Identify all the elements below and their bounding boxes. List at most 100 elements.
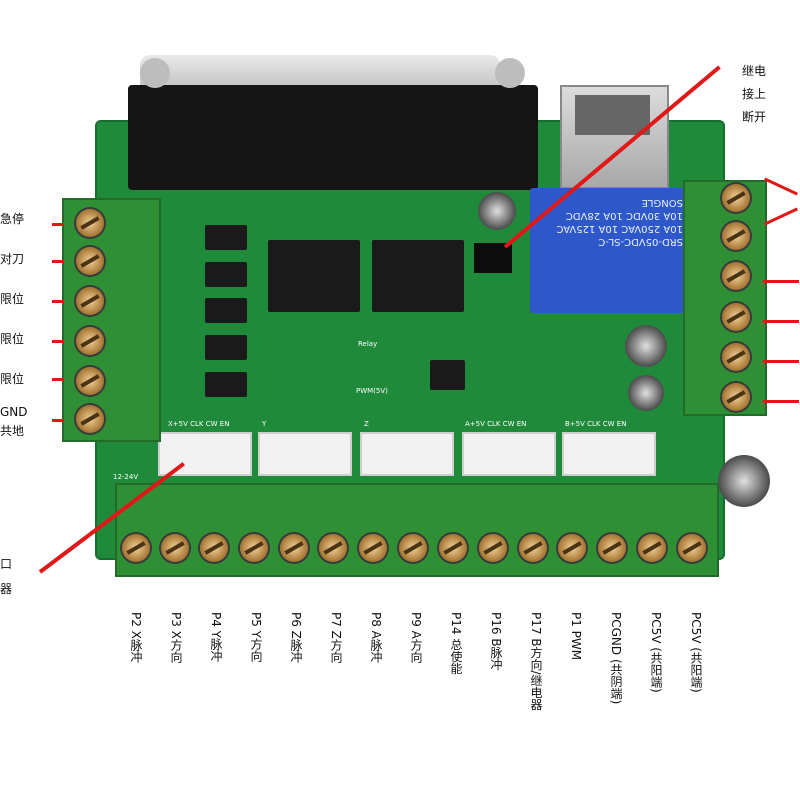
terminal-block-bottom (115, 483, 719, 577)
left-label-limit-2: 限位 (0, 332, 25, 346)
left-label-estop: 急停 (0, 212, 25, 226)
capacitor-3 (628, 375, 664, 411)
screw-bottom-2 (161, 534, 189, 562)
bottom-label-p1: P1 PWM (569, 612, 583, 661)
screw-right-2 (722, 222, 750, 250)
relay-print: SRD-05VDC-SL-C 10A 250VAC 10A 125VAC 10A… (538, 196, 683, 248)
left-note-port: 口 (0, 557, 13, 571)
capacitor-large (718, 455, 770, 507)
ic-chip-1 (268, 240, 360, 312)
silk-relay: Relay (358, 340, 378, 348)
left-label-limit-1: 限位 (0, 292, 25, 306)
left-label-tool-setting: 对刀 (0, 252, 25, 266)
left-label-gnd: GND (0, 405, 28, 419)
screw-bottom-9 (439, 534, 467, 562)
usb-port-opening (575, 95, 650, 135)
screw-bottom-11 (519, 534, 547, 562)
screw-left-6 (76, 405, 104, 433)
screw-bottom-8 (399, 534, 427, 562)
arrow-right-3 (763, 280, 799, 283)
arrow-right-1 (764, 177, 798, 196)
arrow-right-2 (764, 207, 798, 226)
terminal-block-right (683, 180, 767, 416)
screw-bottom-3 (200, 534, 228, 562)
arrow-left-6 (52, 419, 64, 422)
bottom-label-pc5v-2: PC5V (共阳端) (689, 612, 703, 693)
optocoupler-3 (205, 298, 247, 323)
bottom-label-p5: P5 Y方向 (249, 612, 263, 663)
bottom-label-pcgnd: PCGND (共阴端) (609, 612, 623, 705)
arrow-right-4 (763, 320, 799, 323)
silk-header-z: Z (364, 420, 369, 428)
relay-note: 继电 接上 断开 (742, 60, 766, 129)
screw-left-3 (76, 287, 104, 315)
screw-right-5 (722, 343, 750, 371)
screw-right-3 (722, 262, 750, 290)
terminal-block-left (62, 198, 161, 442)
bottom-label-p3: P3 X方向 (169, 612, 183, 663)
screw-bottom-15 (678, 534, 706, 562)
optocoupler-4 (205, 335, 247, 360)
header-x (158, 432, 252, 476)
arrow-left-2 (52, 260, 64, 263)
bottom-label-p7: P7 Z方向 (329, 612, 343, 663)
screw-bottom-1 (122, 534, 150, 562)
optocoupler-5 (205, 372, 247, 397)
screw-bottom-14 (638, 534, 666, 562)
capacitor-2 (625, 325, 667, 367)
screw-left-1 (76, 209, 104, 237)
left-label-common-ground: 共地 (0, 424, 25, 438)
silk-header-x: X+5V CLK CW EN (168, 420, 230, 428)
capacitor-1 (478, 192, 516, 230)
screw-bottom-4 (240, 534, 268, 562)
arrow-left-1 (52, 223, 64, 226)
silk-power: 12-24V (113, 473, 139, 481)
relay-note-line-1: 继电 (742, 64, 767, 78)
screw-bottom-6 (319, 534, 347, 562)
bottom-label-p2: P2 X脉冲 (129, 612, 143, 663)
silk-header-y: Y (262, 420, 267, 428)
screw-bottom-10 (479, 534, 507, 562)
screw-bottom-12 (558, 534, 586, 562)
header-y (258, 432, 352, 476)
relay-rating-2: 10A 30VDC 10A 28VDC (565, 210, 683, 221)
bottom-label-p4: P4 Y脉冲 (209, 612, 223, 663)
header-a (462, 432, 556, 476)
optocoupler-2 (205, 262, 247, 287)
silk-header-a: A+5V CLK CW EN (465, 420, 527, 428)
arrow-right-5 (763, 360, 799, 363)
arrow-right-6 (763, 400, 799, 403)
screw-bottom-7 (359, 534, 387, 562)
left-label-limit-3: 限位 (0, 372, 25, 386)
bottom-label-pc5v-1: PC5V (共阳端) (649, 612, 663, 693)
relay-note-line-2: 接上 (742, 87, 767, 101)
arrow-left-3 (52, 300, 64, 303)
ic-small (430, 360, 465, 390)
bottom-label-p6: P6 Z脉冲 (289, 612, 303, 663)
db25-screw-left (140, 58, 170, 88)
header-z (360, 432, 454, 476)
optocoupler-1 (205, 225, 247, 250)
bottom-label-p17: P17 B方向/继电器 (529, 612, 543, 711)
screw-right-6 (722, 383, 750, 411)
arrow-left-5 (52, 378, 64, 381)
bottom-label-p9: P9 A方向 (409, 612, 423, 663)
ic-chip-2 (372, 240, 464, 312)
screw-bottom-13 (598, 534, 626, 562)
bottom-label-p8: P8 A脉冲 (369, 612, 383, 663)
bottom-label-p14: P14 总使能 (449, 612, 463, 675)
header-b (562, 432, 656, 476)
silk-pwm: PWM(5V) (356, 387, 388, 395)
db25-screw-right (495, 58, 525, 88)
arrow-left-4 (52, 340, 64, 343)
db25-connector-body (128, 85, 538, 190)
relay-rating-1: 10A 250VAC 10A 125VAC (556, 223, 683, 234)
screw-right-1 (722, 184, 750, 212)
screw-left-5 (76, 367, 104, 395)
bottom-label-p16: P16 B脉冲 (489, 612, 503, 671)
screw-left-2 (76, 247, 104, 275)
silk-header-b: B+5V CLK CW EN (565, 420, 627, 428)
relay-note-line-3: 断开 (742, 110, 767, 124)
left-note-device: 器 (0, 582, 13, 596)
screw-left-4 (76, 327, 104, 355)
